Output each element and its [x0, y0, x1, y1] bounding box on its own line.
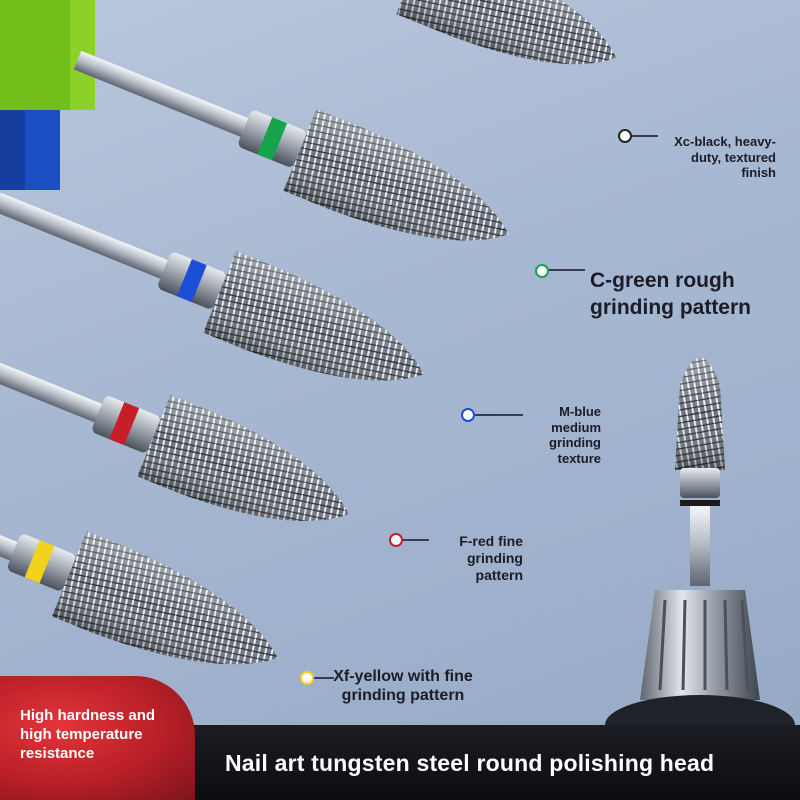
- callout-f-red: F-red fine grinding pattern: [389, 531, 529, 591]
- leader-line: [314, 677, 334, 679]
- callout-xc-black: Xc-black, heavy-duty, textured finish: [618, 126, 778, 186]
- label-c-green: C-green rough grinding pattern: [590, 269, 751, 320]
- marker-dot-icon: [618, 129, 632, 143]
- marker-dot-icon: [535, 264, 549, 278]
- bur-c-green: [73, 50, 509, 241]
- marker-dot-icon: [300, 671, 314, 685]
- label-m-blue: M-blue medium grinding texture: [549, 404, 601, 466]
- bur-xc-black: [396, 0, 617, 65]
- product-title: Nail art tungsten steel round polishing …: [225, 750, 715, 776]
- marker-dot-icon: [389, 533, 403, 547]
- drill-handpiece: [605, 357, 795, 755]
- marker-dot-icon: [461, 408, 475, 422]
- bit-holder: [0, 0, 95, 190]
- label-xf-yellow: Xf-yellow with fine grinding pattern: [333, 668, 473, 705]
- bur-f-red: [0, 345, 349, 521]
- callout-c-green: C-green rough grinding pattern: [535, 262, 785, 322]
- badge-text: High hardness and high temperature resis…: [20, 707, 156, 763]
- label-f-red: F-red fine grinding pattern: [459, 533, 523, 583]
- leader-line: [403, 539, 429, 541]
- leader-line: [549, 269, 585, 271]
- feature-badge: [0, 676, 195, 800]
- leader-line: [475, 414, 523, 416]
- callout-xf-yellow: Xf-yellow with fine grinding pattern: [300, 667, 480, 729]
- leader-line: [632, 135, 658, 137]
- bur-xf-yellow: [0, 508, 278, 665]
- label-xc-black: Xc-black, heavy-duty, textured finish: [674, 134, 776, 181]
- callout-m-blue: M-blue medium grinding texture: [461, 402, 611, 472]
- bur-m-blue: [0, 192, 424, 381]
